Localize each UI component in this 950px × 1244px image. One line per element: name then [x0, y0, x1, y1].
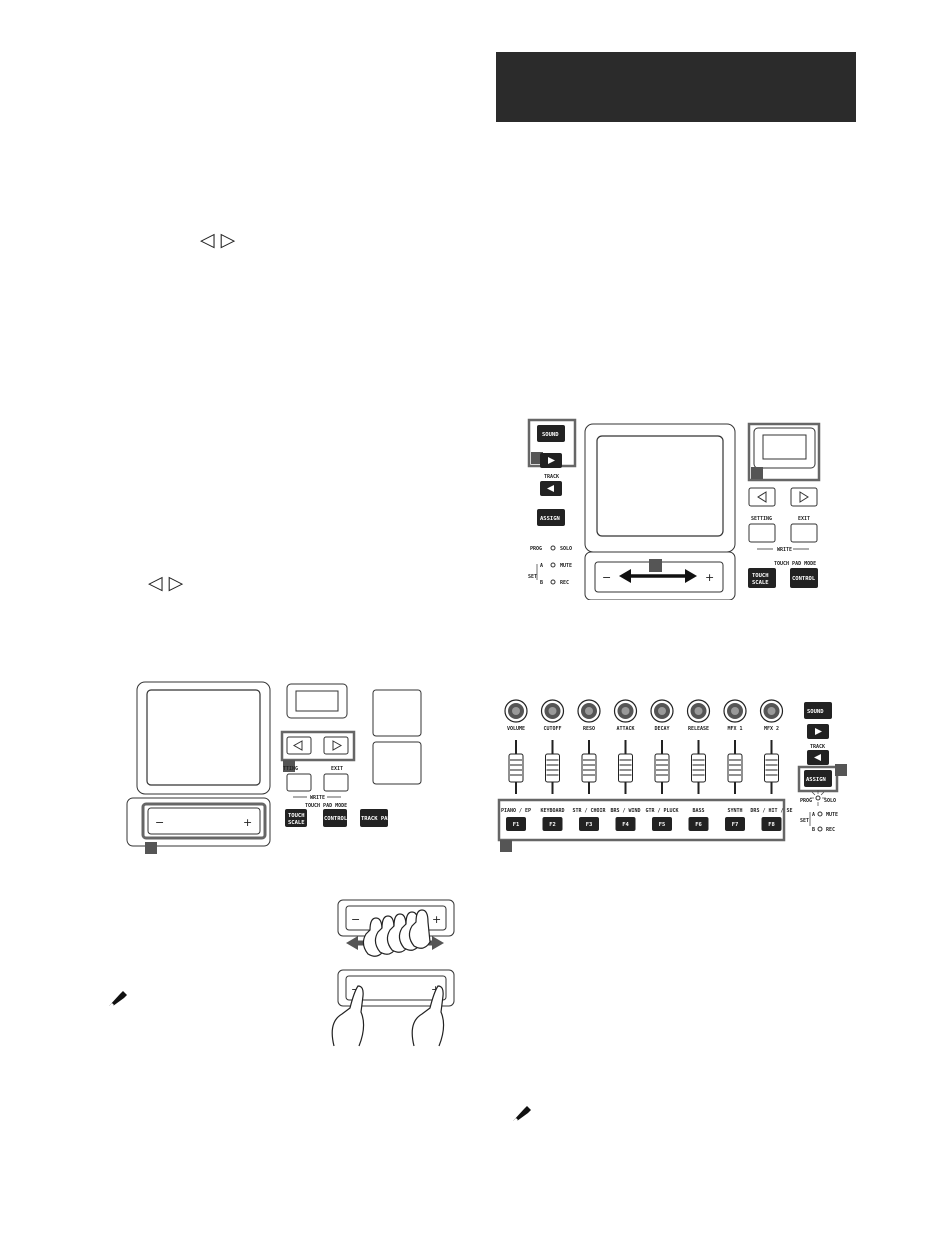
- svg-text:CONTROL: CONTROL: [324, 816, 348, 822]
- favorite-key-label: F2: [549, 822, 556, 828]
- slider-cap: [654, 753, 670, 783]
- svg-text:B: B: [540, 580, 543, 586]
- svg-text:A: A: [812, 812, 815, 818]
- setting-label: TTING: [283, 766, 298, 772]
- favorite-button: [725, 817, 745, 831]
- ribbon-two-finger-diagram: − +: [331, 969, 455, 1047]
- favorite-key-label: F6: [695, 822, 702, 828]
- favorite-button: [579, 817, 599, 831]
- svg-text:−: −: [602, 571, 611, 584]
- slider-cap: [764, 753, 779, 783]
- slider-cap: [691, 753, 706, 783]
- favorite-key-label: F5: [659, 822, 666, 828]
- callout-marker: [145, 842, 157, 854]
- favorite-category-label: BRS / WIND: [610, 808, 640, 814]
- favorite-button: [506, 817, 526, 831]
- favorite-category-label: PIANO / EP: [501, 808, 531, 814]
- callout-marker: [835, 764, 847, 776]
- touch-pad-mode-label: TOUCH PAD MODE: [305, 803, 347, 809]
- svg-text:SOUND: SOUND: [807, 709, 824, 715]
- svg-text:TRACK: TRACK: [810, 744, 825, 750]
- svg-text:MUTE: MUTE: [560, 563, 572, 569]
- svg-text:ASSIGN: ASSIGN: [806, 777, 826, 783]
- favorite-category-label: DRS / HIT / SE: [750, 808, 792, 814]
- slider-cap: [618, 753, 633, 783]
- favorite-button: [542, 817, 563, 831]
- svg-text:TRACK: TRACK: [544, 474, 559, 480]
- knob-label: VOLUME: [507, 726, 525, 732]
- ribbon-minus-label: −: [155, 816, 164, 829]
- svg-text:ASSIGN: ASSIGN: [540, 516, 560, 522]
- svg-text:SCALE: SCALE: [288, 820, 305, 826]
- favorite-category-label: BASS: [692, 808, 704, 814]
- svg-text:SET: SET: [800, 818, 809, 824]
- svg-text:SET: SET: [528, 574, 537, 580]
- svg-text:−: −: [351, 913, 360, 926]
- knob-label: DECAY: [654, 726, 669, 732]
- favorite-key-label: F4: [622, 822, 629, 828]
- slider-cap: [508, 753, 524, 783]
- callout-marker: [283, 760, 295, 772]
- favorite-category-label: STR / CHOIR: [572, 808, 606, 814]
- cursor-arrows-glyph-2: ◁ ▷: [148, 572, 184, 594]
- svg-text:SOLO: SOLO: [560, 546, 572, 552]
- section-header-banner: [496, 52, 856, 122]
- exit-label: EXIT: [331, 766, 343, 772]
- slider-cap: [581, 753, 597, 783]
- write-label: WRITE: [310, 795, 325, 801]
- touchpad-panel-diagram: − + TTING EXIT WRITE TOUCH PAD MODE TOUC…: [126, 681, 422, 854]
- knob-label: ATTACK: [616, 726, 634, 732]
- knob-label: RELEASE: [688, 726, 709, 732]
- slider-cap: [545, 753, 560, 783]
- svg-text:REC: REC: [826, 827, 835, 833]
- slider-cap: [727, 753, 743, 783]
- svg-text:SCALE: SCALE: [752, 580, 769, 586]
- favorite-category-label: SYNTH: [727, 808, 742, 814]
- svg-text:SOLO: SOLO: [824, 798, 836, 804]
- callout-marker: [500, 840, 512, 852]
- svg-text:SETTING: SETTING: [751, 516, 772, 522]
- svg-text:TOUCH: TOUCH: [288, 813, 305, 819]
- favorite-key-label: F7: [732, 822, 739, 828]
- svg-text:B: B: [812, 827, 815, 833]
- svg-text:REC: REC: [560, 580, 569, 586]
- caution-pencil-icon: [109, 991, 127, 1006]
- svg-text:CONTROL: CONTROL: [792, 576, 816, 582]
- svg-text:TRACK PAD: TRACK PAD: [361, 816, 391, 822]
- svg-text:EXIT: EXIT: [798, 516, 810, 522]
- svg-text:WRITE: WRITE: [777, 547, 792, 553]
- svg-text:TOUCH: TOUCH: [752, 573, 769, 579]
- svg-text:+: +: [432, 913, 441, 926]
- caution-pencil-icon: [513, 1106, 531, 1121]
- cursor-arrows-glyph-1: ◁ ▷: [200, 229, 236, 251]
- svg-text:MUTE: MUTE: [826, 812, 838, 818]
- knob-label: CUTOFF: [543, 726, 561, 732]
- favorite-button: [652, 817, 672, 831]
- svg-text:TOUCH PAD MODE: TOUCH PAD MODE: [774, 561, 816, 567]
- svg-text:PROG: PROG: [530, 546, 542, 552]
- svg-text:PROG: PROG: [800, 798, 812, 804]
- favorite-key-label: F1: [513, 822, 520, 828]
- svg-text:A: A: [540, 563, 543, 569]
- favorite-button: [688, 817, 709, 831]
- favorite-category-label: KEYBOARD: [540, 808, 564, 814]
- favorite-category-label: GTR / PLUCK: [645, 808, 678, 814]
- ribbon-plus-label: +: [243, 816, 252, 829]
- svg-text:SOUND: SOUND: [542, 432, 559, 438]
- knob-label: MFX 1: [727, 726, 742, 732]
- callout-marker: [649, 559, 662, 572]
- ribbon-slide-diagram: − +: [337, 899, 455, 957]
- knob-label: MFX 2: [764, 726, 779, 732]
- svg-text:+: +: [705, 571, 714, 584]
- knob-label: RESO: [583, 726, 595, 732]
- favorite-key-label: F8: [768, 822, 775, 828]
- sound-select-panel-diagram: SOUND TRACK ASSIGN PROG SOLO SET A MUTE …: [527, 418, 821, 600]
- favorite-button: [761, 817, 782, 831]
- callout-marker: [751, 467, 763, 479]
- favorite-key-label: F3: [586, 822, 593, 828]
- favorite-button: [615, 817, 636, 831]
- knobs-sliders-favorites-diagram: SOUND TRACK ASSIGN PROG SOLO SET A MUTE …: [497, 699, 847, 852]
